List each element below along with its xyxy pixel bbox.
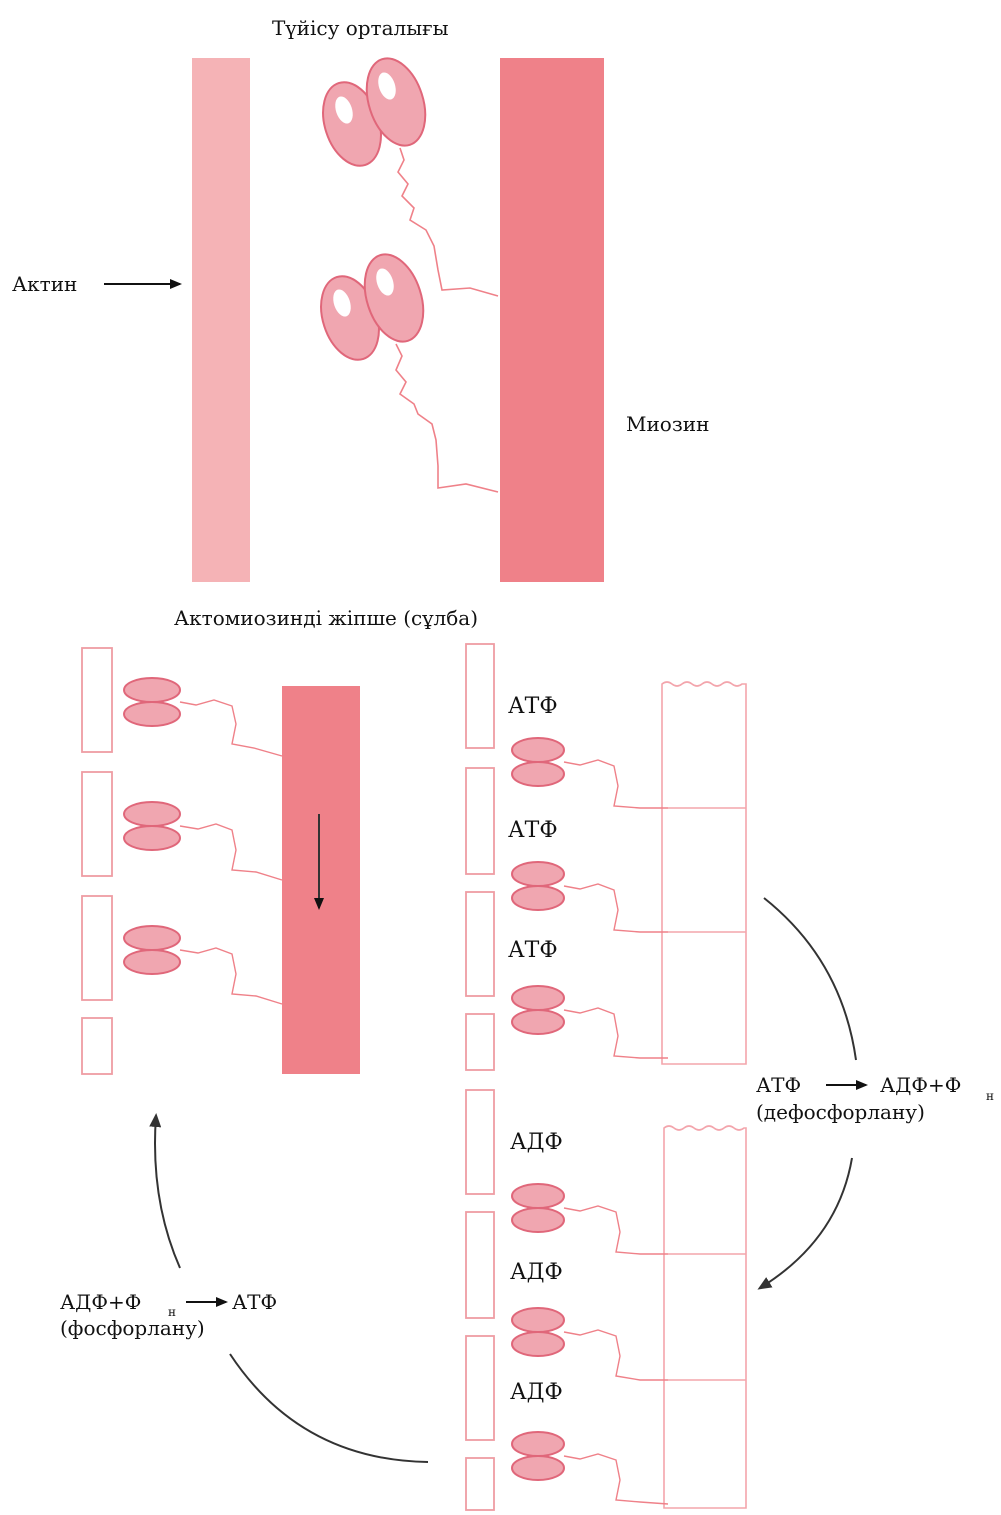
adp-label: АДФ (510, 1262, 563, 1284)
phos-eq-right: АТФ (232, 1292, 277, 1312)
myosin-tails-left (180, 700, 282, 1004)
myosin-tails-right-atp (564, 760, 668, 1058)
myosin-heads-left (124, 678, 180, 974)
binding-center-label: Түйісу орталығы (272, 18, 449, 38)
actin-segments-right-atp (466, 644, 494, 1070)
dephosphorylation-arc-top (764, 898, 856, 1060)
myosin-label: Миозин (626, 414, 709, 434)
myosin-outline-adp (664, 1126, 746, 1508)
dephosphorylation-arc-bottom (760, 1158, 852, 1288)
myosin-head-pair (311, 247, 498, 492)
actin-label: Актин (12, 274, 77, 294)
myosin-outline-atp (662, 682, 746, 1064)
atp-label: АТФ (508, 820, 558, 842)
myosin-filament (500, 58, 604, 582)
adp-label: АДФ (510, 1132, 563, 1154)
adp-label: АДФ (510, 1382, 563, 1404)
myosin-heads-right-adp (512, 1184, 564, 1480)
actin-segments-left (82, 648, 112, 1074)
dephos-eq-right: АДФ+Ф (880, 1075, 961, 1095)
dephos-subscript: н (986, 1090, 994, 1102)
atp-label: АТФ (508, 940, 558, 962)
phosphorylation-arc-bottom (230, 1354, 428, 1462)
actin-segments-right-adp (466, 1090, 494, 1510)
actin-filament (192, 58, 250, 582)
dephos-eq-left: АТФ (756, 1075, 801, 1095)
phosphorylation-arc-top (155, 1116, 180, 1268)
phos-name: (фосфорлану) (60, 1318, 205, 1338)
myosin-head-pair (313, 51, 498, 296)
caption-label: Актомиозинді жіпше (сұлба) (174, 608, 478, 628)
atp-label: АТФ (508, 696, 558, 718)
myosin-tails-right-adp (564, 1206, 668, 1504)
myosin-filament-left (282, 686, 360, 1074)
myosin-heads-right-atp (512, 738, 564, 1034)
phos-eq-left: АДФ+Ф (60, 1292, 141, 1312)
dephos-name: (дефосфорлану) (756, 1102, 925, 1122)
